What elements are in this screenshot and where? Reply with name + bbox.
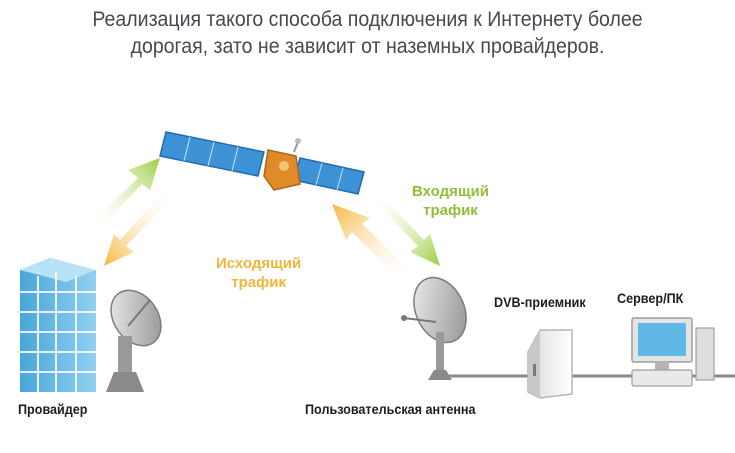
user-dish-icon [401,276,467,380]
downlink-arrow-provider [104,190,172,266]
outgoing-traffic-line-1: Исходящий [216,255,302,272]
user-antenna-label: Пользовательская антенна [305,401,476,417]
server-pc-label: Сервер/ПК [617,290,684,306]
downlink-arrow-user [372,192,440,266]
dvb-receiver-icon [527,329,573,399]
computer-icon [631,317,715,387]
dvb-receiver-label: DVB-приемник [494,294,586,310]
caption: Реализация такого способа подключения к … [26,6,710,60]
outgoing-traffic-line-2: трафик [231,274,286,291]
incoming-traffic-line-1: Входящий [412,183,489,200]
incoming-traffic-line-2: трафик [423,202,478,219]
provider-dish-icon [106,289,162,392]
caption-line-2: дорогая, зато не зависит от наземных про… [130,35,605,58]
provider-label: Провайдер [18,401,88,417]
uplink-arrow-user [332,204,412,280]
incoming-traffic-label: Входящий трафик [412,182,489,220]
satellite-icon [159,131,365,195]
outgoing-traffic-label: Исходящий трафик [216,254,301,292]
provider-building-icon [20,258,96,392]
caption-line-1: Реализация такого способа подключения к … [92,8,643,31]
uplink-arrow [92,158,160,230]
